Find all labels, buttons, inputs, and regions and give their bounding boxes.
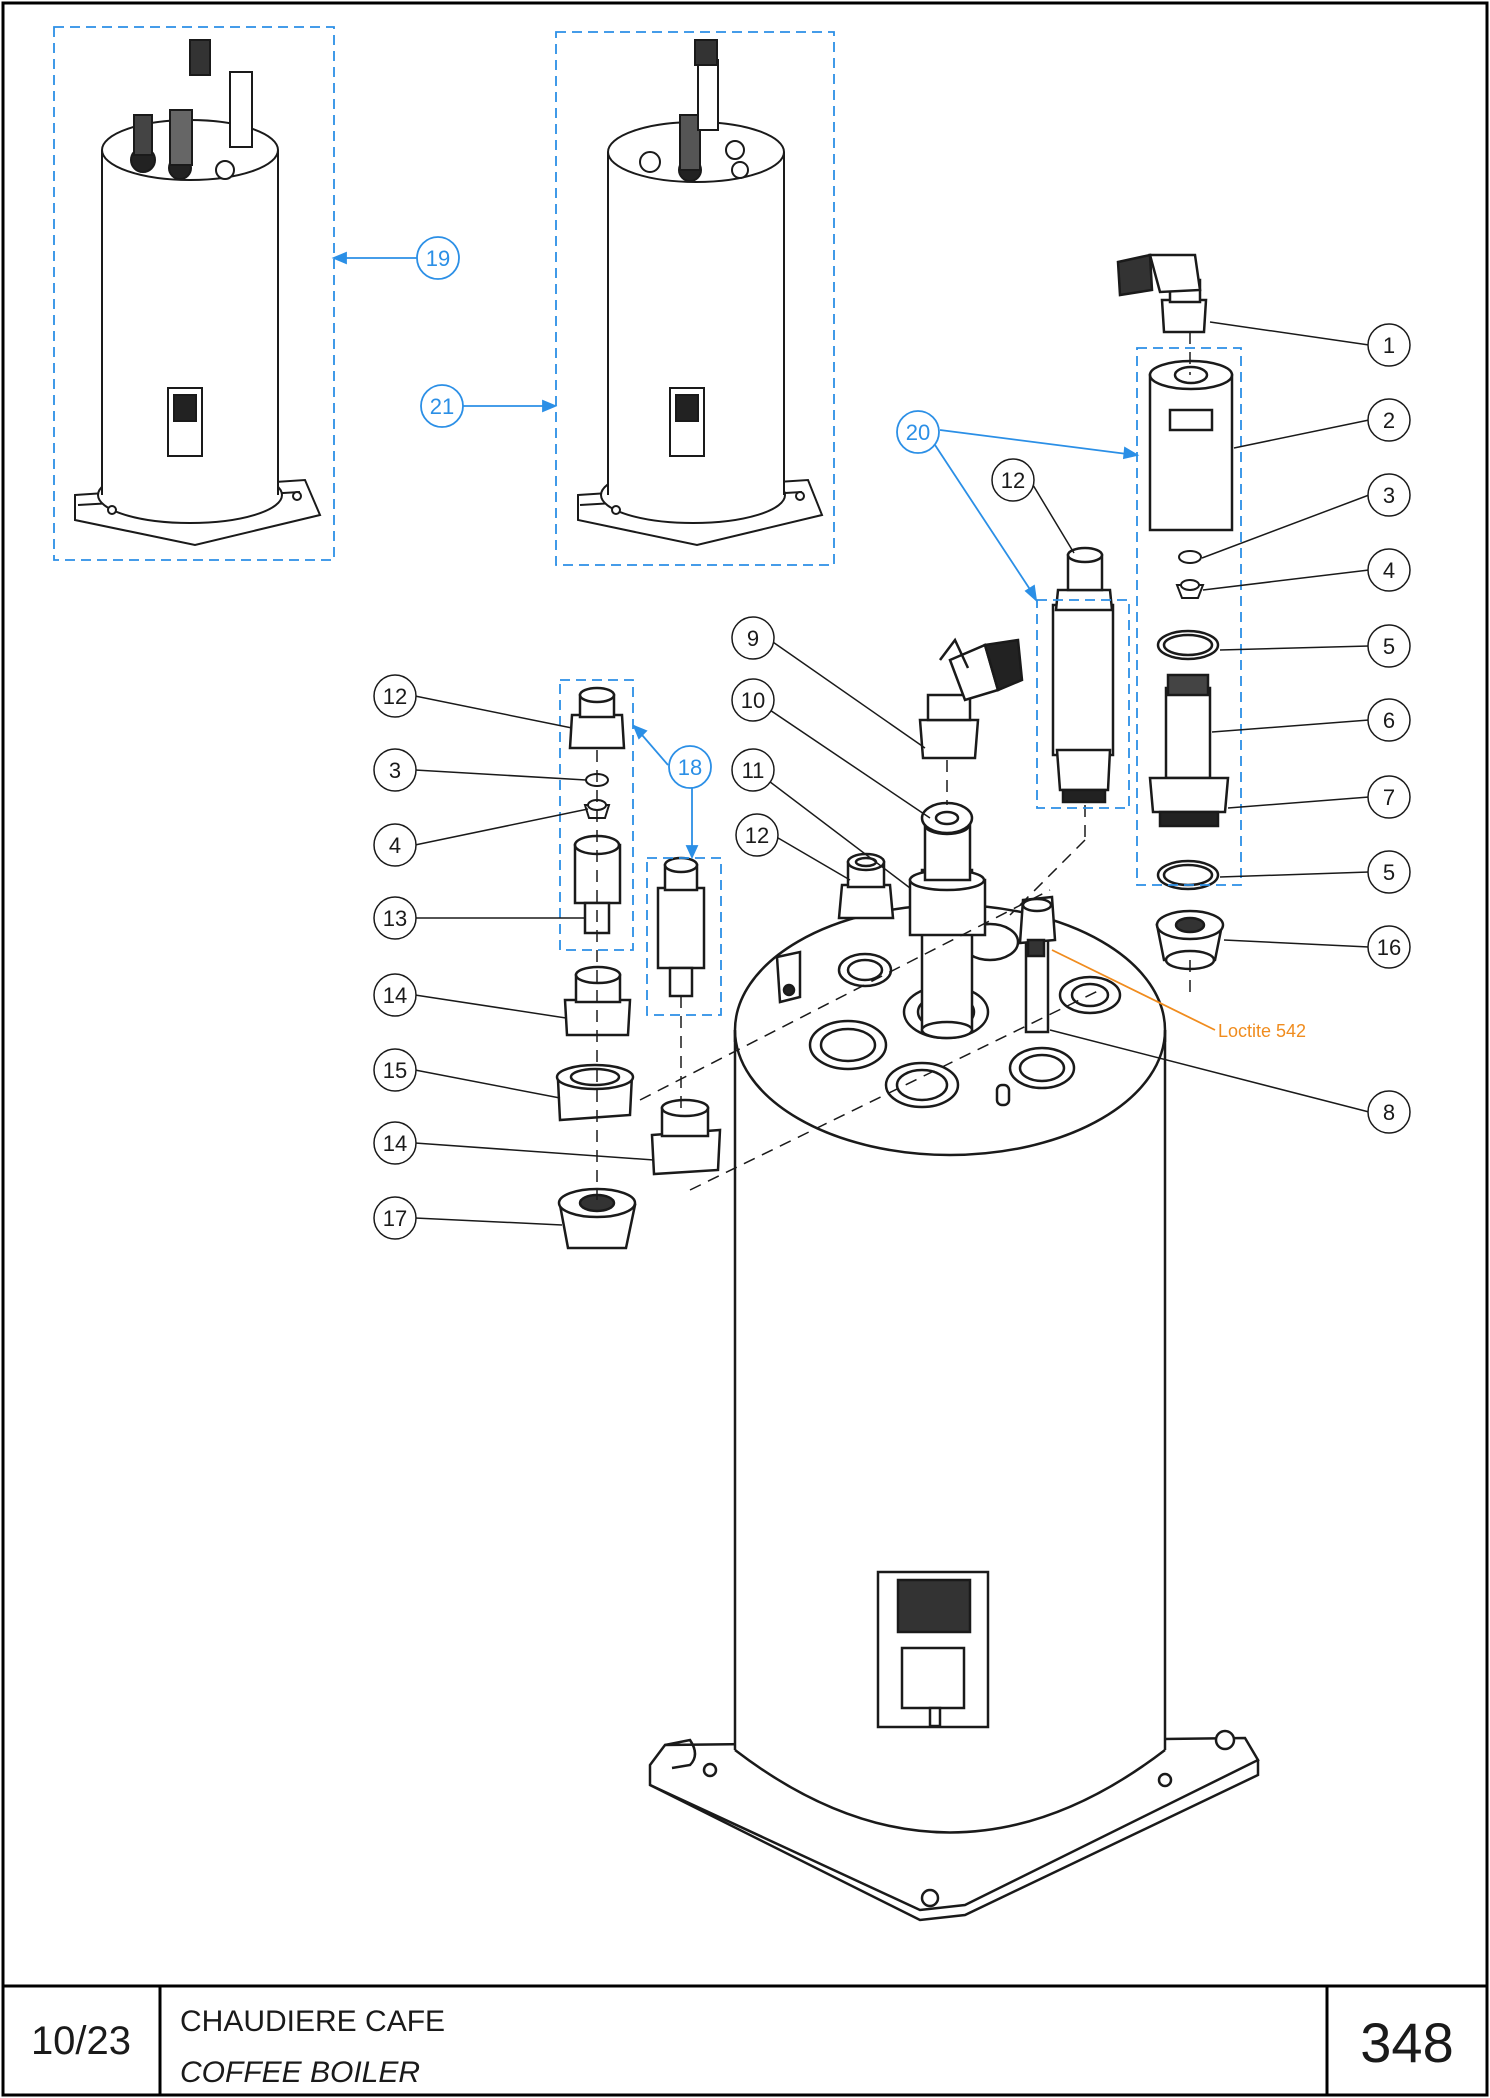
part-12-left [568,686,626,750]
part-2-housing [1148,359,1234,532]
svg-text:14: 14 [383,1131,407,1156]
svg-text:3: 3 [1383,483,1395,508]
assembly-box-21 [555,31,835,566]
callout-1: 1 [1367,323,1411,367]
assembly-axis-lines [596,332,1191,1200]
callout-6: 6 [1367,698,1411,742]
part-10-washer [920,801,974,835]
callout-3: 3 [1367,473,1411,517]
blue-leader-lines [331,251,1140,860]
assembly-21-thumbnail [577,39,824,547]
assembly-callouts: 18 19 20 21 [416,236,940,789]
callout-13: 13 [373,896,417,940]
svg-text:15: 15 [383,1058,407,1083]
assembly-box-19 [53,26,335,561]
callout-2: 2 [1367,398,1411,442]
svg-text:19: 19 [426,246,450,271]
svg-text:12: 12 [383,684,407,709]
callout-19: 19 [416,236,460,280]
assembly-box-20-left [1036,599,1130,809]
callout-20: 20 [896,410,940,454]
svg-text:14: 14 [383,983,407,1008]
part-14-right [650,1098,722,1176]
svg-text:16: 16 [1377,935,1401,960]
callout-21: 21 [420,384,464,428]
callout-bubbles: 1 2 3 4 5 6 7 5 16 8 12 9 10 11 12 12 3 … [373,323,1411,1240]
svg-text:4: 4 [1383,558,1395,583]
svg-text:4: 4 [389,833,401,858]
part-9-elbow-fitting [918,637,1024,760]
callout-14-right: 14 [373,1121,417,1165]
part-5-oring-upper [1156,629,1220,661]
part-4-valve [1175,579,1205,599]
svg-text:11: 11 [742,758,765,783]
svg-text:1: 1 [1383,333,1395,358]
title-english: COFFEE BOILER [180,2056,420,2089]
svg-text:20: 20 [906,420,930,445]
callout-16: 16 [1367,925,1411,969]
boiler-body [648,903,1260,1922]
callout-7: 7 [1367,775,1411,819]
svg-text:10: 10 [741,688,765,713]
callout-10: 10 [731,678,775,722]
svg-text:3: 3 [389,758,401,783]
svg-text:12: 12 [745,823,769,848]
part-6-body [1148,673,1230,828]
loctite-note: Loctite 542 [1218,1021,1306,1041]
assembly-box-20-right [1136,347,1242,886]
callout-5-lower: 5 [1367,850,1411,894]
svg-text:2: 2 [1383,408,1395,433]
part-12-fitting-boiler [837,852,895,920]
page-number: 348 [1360,2011,1453,2074]
svg-text:13: 13 [383,906,407,931]
leader-lines [414,321,1370,1226]
part-3-washer [1178,550,1202,564]
svg-text:12: 12 [1001,468,1025,493]
svg-text:17: 17 [383,1206,407,1231]
svg-text:6: 6 [1383,708,1395,733]
callout-12-left: 12 [373,674,417,718]
svg-text:8: 8 [1383,1100,1395,1125]
callout-5: 5 [1367,624,1411,668]
callout-4: 4 [1367,548,1411,592]
svg-text:5: 5 [1383,634,1395,659]
callout-8: 8 [1367,1090,1411,1134]
callout-12-sensor: 12 [991,458,1035,502]
callout-9: 9 [731,616,775,660]
date-code: 10/23 [31,2019,131,2063]
callout-14-left: 14 [373,973,417,1017]
callout-17: 17 [373,1196,417,1240]
title-french: CHAUDIERE CAFE [180,2005,445,2038]
part-15-nut [555,1063,635,1122]
svg-text:18: 18 [678,755,702,780]
callout-15: 15 [373,1048,417,1092]
part-8-rod [1018,895,1057,1034]
svg-text:9: 9 [747,626,759,651]
svg-text:21: 21 [430,394,454,419]
callout-18: 18 [668,745,712,789]
loctite-leader [1051,949,1216,1031]
part-20-sensor [1051,546,1115,804]
svg-text:7: 7 [1383,785,1395,810]
title-block: 10/23 CHAUDIERE CAFE COFFEE BOILER 348 [3,1984,1487,2095]
part-18-sensor [656,856,706,998]
callout-4-left: 4 [373,823,417,867]
part-17-plug [557,1187,637,1250]
part-1-elbow [1116,253,1208,334]
svg-text:5: 5 [1383,860,1395,885]
callout-12-boiler: 12 [735,813,779,857]
assembly-box-18-right [646,857,722,1016]
callout-11: 11 [731,748,775,792]
part-14-left [563,965,632,1037]
assembly-19-thumbnail [74,39,322,547]
callout-3-left: 3 [373,748,417,792]
